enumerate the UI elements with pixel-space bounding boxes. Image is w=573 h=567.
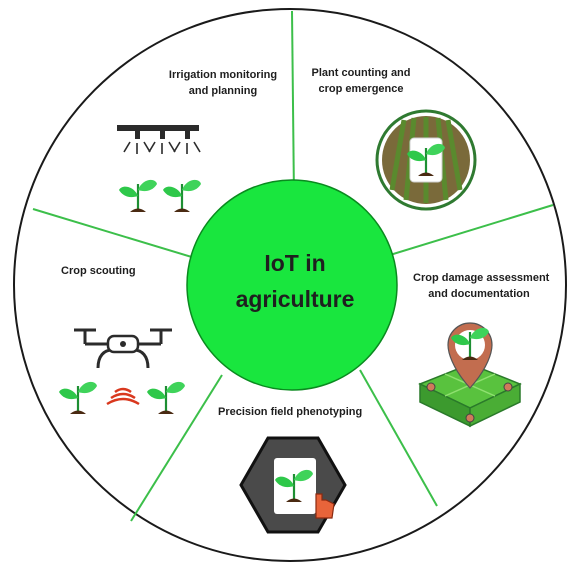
drone-scanning-plants-icon [57,328,187,416]
center-title-line1: IoT in [264,250,326,276]
label-phenotyping: Precision field phenotyping [218,404,378,420]
label-plant-counting: Plant counting and crop emergence [302,65,420,97]
center-title-line2: agriculture [235,286,355,312]
label-crop-scouting-line1: Crop scouting [61,265,136,277]
map-location-plant-icon [418,322,522,428]
sprinkler-irrigation-icon [117,125,203,214]
center-title: IoT in agriculture [195,245,395,317]
tablet-touch-plant-icon [239,436,347,534]
divider-left [32,208,196,259]
label-phenotyping-line1: Precision field phenotyping [218,406,363,418]
label-irrigation-line1: Irrigation monitoring [168,69,278,81]
center-circle [186,179,398,391]
label-irrigation-line2: and planning [188,85,258,97]
segment-dividers [32,10,554,522]
divider-bottom-right [359,369,438,507]
label-crop-damage-line2: and documentation [428,288,530,300]
divider-right [389,204,554,256]
label-plant-counting-line1: Plant counting and [311,67,411,79]
label-crop-damage: Crop damage assessment and documentation [413,270,550,302]
divider-top [291,10,295,199]
field-plant-icon [375,109,477,211]
label-crop-damage-line1: Crop damage assessment [413,272,550,284]
label-plant-counting-line2: crop emergence [318,83,404,95]
label-irrigation: Irrigation monitoring and planning [163,67,283,99]
label-crop-scouting: Crop scouting [61,263,151,279]
divider-bottom-left [130,374,223,522]
